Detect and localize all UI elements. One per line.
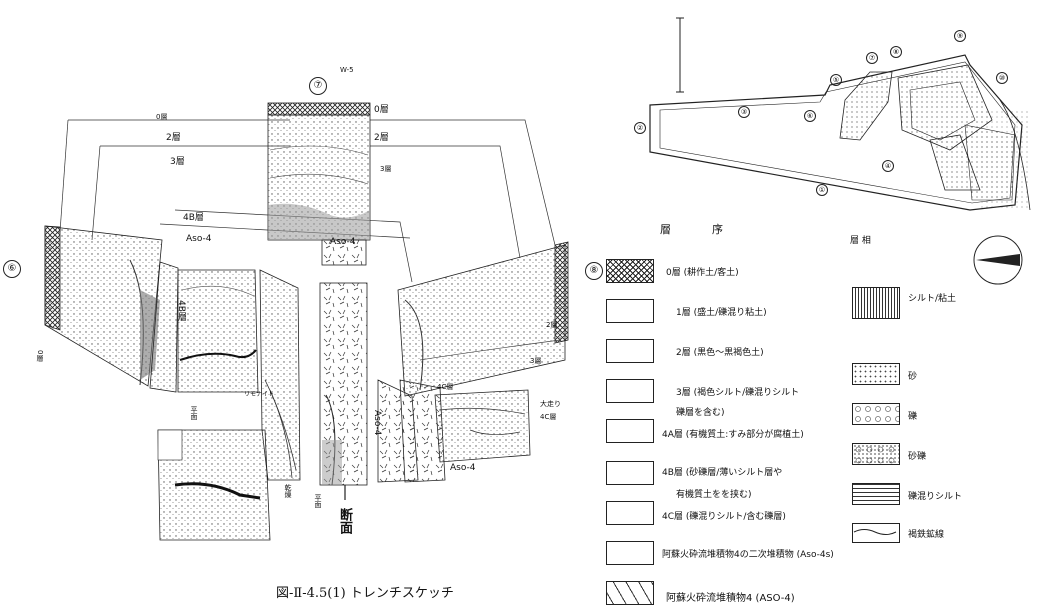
legend-layer2: 2層 (黒色～黒褐色土) [676,348,764,358]
label-dry: 乾燥 [284,484,292,498]
swatch-layer3 [606,379,654,403]
label-layer4b: 4B層 [183,213,204,223]
swatch-gravelly-silt [852,483,900,505]
trench-sketch: ⑦ ⑥ ⑧ W-5 0層 0層 2層 2層 3層 3層 4B層 Aso-4 As… [3,66,603,541]
swatch-aso4 [606,581,654,605]
legend-limonite: 褐鉄鉱線 [908,530,945,540]
legend-layer3-cont: 礫層を含む) [676,408,725,418]
plan-number-10: ⑩ [996,72,1008,84]
swatch-layer4c [606,501,654,525]
label-aso4-vertical: Aso-4 [372,410,382,436]
legend-aso4s: 阿蘇火砕流堆積物4の二次堆積物 (Aso-4s) [662,550,834,560]
label-layer4b-side: 4B層 [176,300,186,321]
legend-layer4a: 4A層 (有機質土:すみ部分が腐植土) [662,430,804,440]
swatch-gravel [852,403,900,425]
plan-number-1: ① [816,184,828,196]
legend-title-b: 序 [712,223,723,236]
swatch-layer0 [606,259,654,283]
label-w5: W-5 [340,66,354,74]
label-layer0-side: 0層 [36,350,44,362]
swatch-layer1 [606,299,654,323]
swatch-sand [852,363,900,385]
label-layer2-right: 2層 [374,133,389,143]
trench-number-7: ⑦ [309,77,327,95]
legend-layer4b: 4B層 (砂礫層/薄いシルト層や [662,468,783,478]
legend-title-a: 層 [660,223,671,236]
trench-plan: ① ② ③ ④ ⑤ ⑥ ⑦ ⑧ ⑨ ⑩ [620,10,1040,225]
plan-number-7: ⑦ [866,52,878,64]
label-plan-2: 平面 [314,494,322,508]
trench-sketch-drawing [44,102,569,541]
plan-number-2: ② [634,122,646,134]
legend-facies-title: 層 相 [850,236,871,246]
swatch-layer4b [606,461,654,485]
limonite-line-icon [853,529,897,535]
legend-layer3: 3層 (褐色シルト/礫混りシルト [676,388,800,398]
label-aso4-left: Aso-4 [186,234,212,244]
plan-number-9: ⑨ [954,30,966,42]
compass [972,234,1024,286]
legend-layer4c: 4C層 (礫混りシルト/含む礫層) [662,512,786,522]
label-layer3-right: 3層 [380,165,392,173]
legend-aso4: 阿蘇火砕流堆積物4 (ASO-4) [666,593,795,604]
legend-gravelly-silt: 礫混りシルト [908,492,963,502]
label-aso4-center: Aso-4 [330,237,356,247]
legend-sand: 砂 [908,372,918,382]
legend-sandy-gravel: 砂礫 [908,452,927,462]
plan-number-6: ⑥ [804,110,816,122]
label-layer4c-b: 4C層 [540,413,557,421]
legend-gravel: 礫 [908,412,918,422]
label-layer2-left: 2層 [166,133,181,143]
legend-layer0: 0層 (耕作土/客土) [666,268,739,278]
label-daiban: 大走り [540,400,561,408]
label-plan-1: 平面 [190,406,198,420]
legend-layer4b-cont: 有機質土をを挟む) [676,490,752,500]
swatch-limonite [852,523,900,543]
trench-number-8: ⑧ [585,262,603,280]
legend: 層 序 層 相 0層 (耕作土/客土) 1層 (盛土/礫混り粘土) 2層 (黒色… [600,215,1040,613]
label-layer0-right: 0層 [374,105,389,115]
label-layer3-right-panel: 3層 [530,357,542,365]
legend-layer1: 1層 (盛土/礫混り粘土) [676,308,767,318]
label-layer4c-a: 4C層 [437,383,454,391]
swatch-sandy-gravel [852,443,900,465]
label-layer2-right-panel: 2層 [546,321,558,329]
label-layer3-left: 3層 [170,157,185,167]
plan-number-5: ⑤ [830,74,842,86]
legend-silt: シルト/粘土 [908,294,957,304]
north-arrow-icon [973,235,1023,285]
label-layer0-left: 0層 [156,113,168,121]
label-limonite: リモナイト [244,391,275,398]
swatch-silt [852,287,900,319]
label-aso4-bottom: Aso-4 [450,463,476,473]
plan-number-3: ③ [738,106,750,118]
figure-caption: 図-Ⅱ-4.5(1) トレンチスケッチ [276,586,454,601]
swatch-layer2 [606,339,654,363]
swatch-layer4a [606,419,654,443]
plan-number-8: ⑧ [890,46,902,58]
trench-plan-drawing [649,17,1031,211]
swatch-aso4s [606,541,654,565]
label-section: 断面 [337,508,352,534]
plan-number-4: ④ [882,160,894,172]
trench-number-6: ⑥ [3,260,21,278]
